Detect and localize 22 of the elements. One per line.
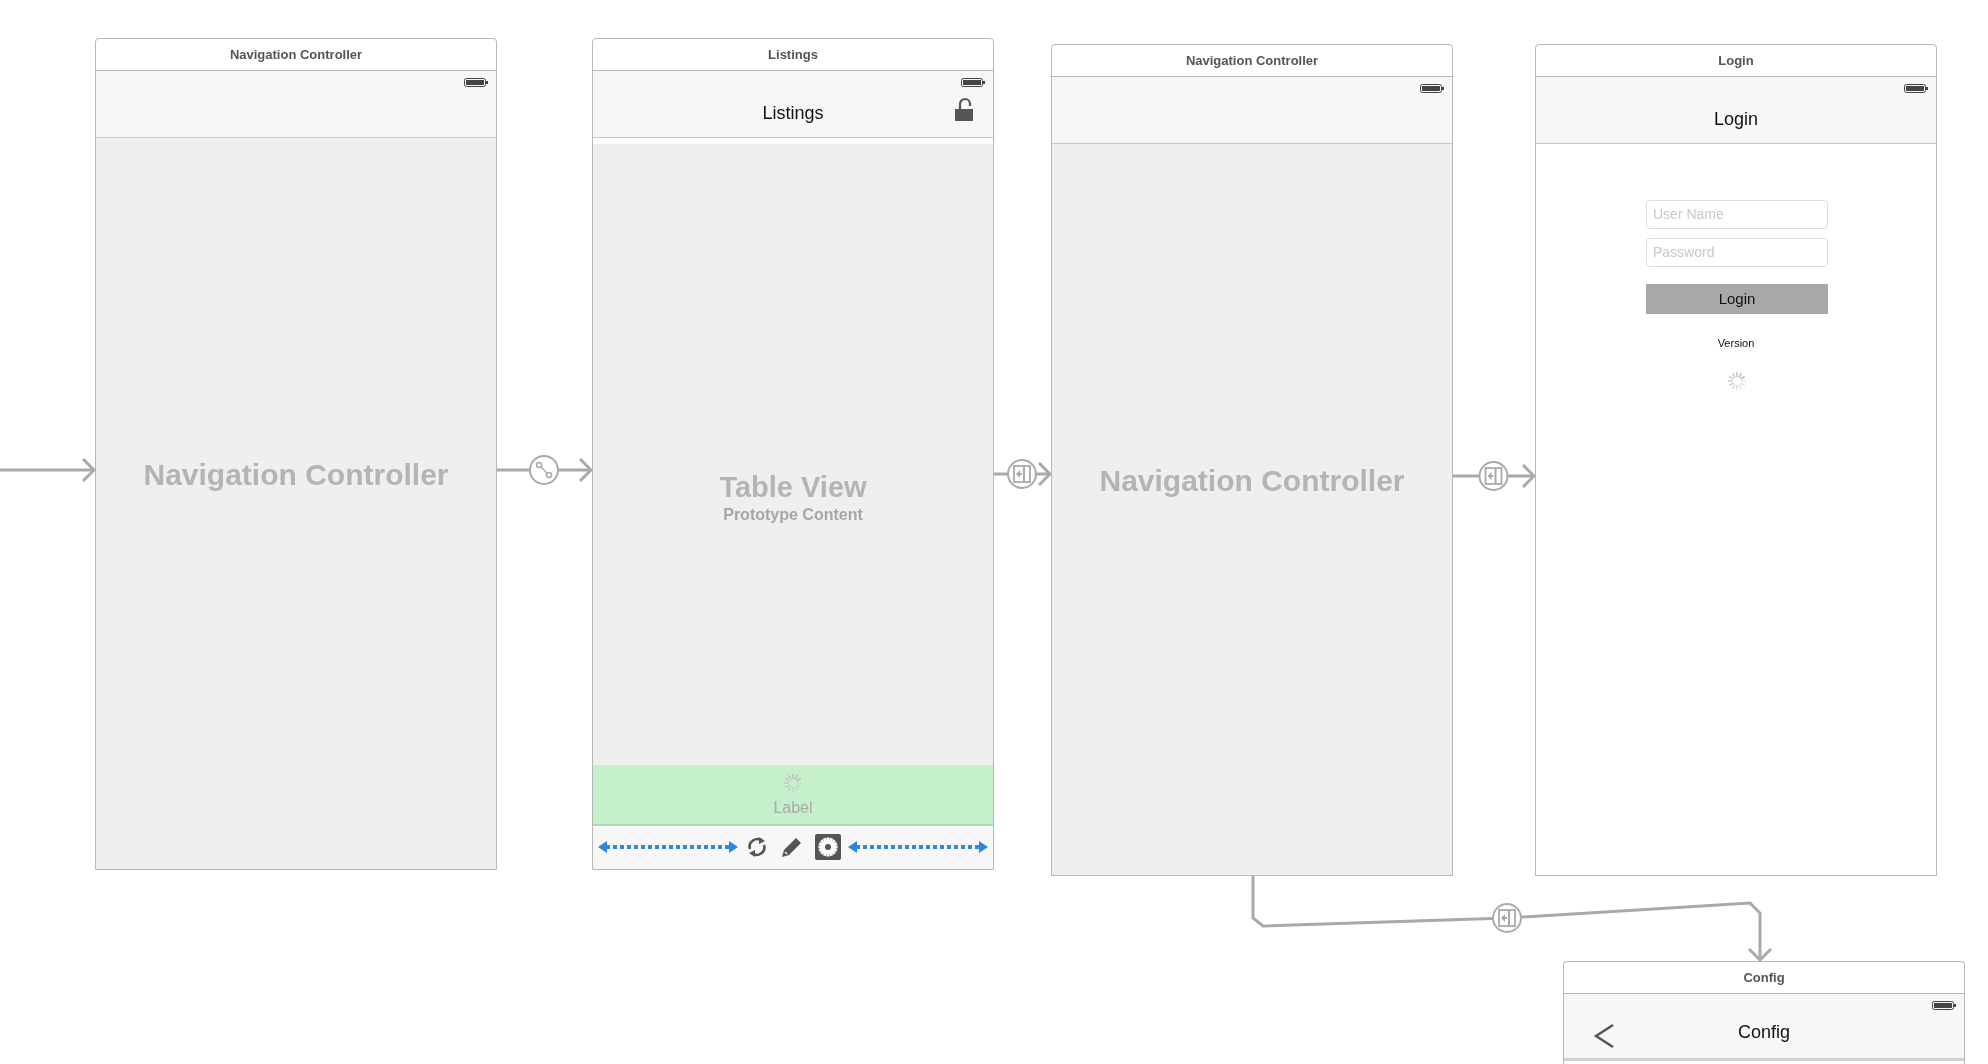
screen-frame [1563, 961, 1965, 1064]
navigation-title: Login [1714, 109, 1758, 130]
scene-title: Navigation Controller [229, 47, 363, 63]
placeholder-title: Navigation Controller [143, 458, 449, 491]
scene-title: Listings [768, 47, 818, 63]
navigation-title: Listings [762, 103, 824, 124]
navigation-title: Config [1738, 1022, 1790, 1043]
status-label: Label [772, 799, 814, 817]
table-view [593, 144, 993, 765]
screen-frame [1535, 44, 1937, 876]
scene-title: Config [1743, 970, 1785, 986]
screen-frame [592, 38, 994, 870]
segue-arrow [0, 457, 96, 483]
table-view-title: Table View [718, 471, 868, 504]
placeholder-title: Navigation Controller [1099, 464, 1405, 497]
status-bar [593, 765, 993, 826]
scene-title: Login [1718, 53, 1754, 69]
segue-arrow [1251, 876, 1773, 962]
table-view-subtitle: Prototype Content [722, 506, 864, 524]
login-button: Login [1646, 284, 1828, 314]
version-label: Version [1716, 337, 1756, 349]
scene-title: Navigation Controller [1185, 53, 1319, 69]
